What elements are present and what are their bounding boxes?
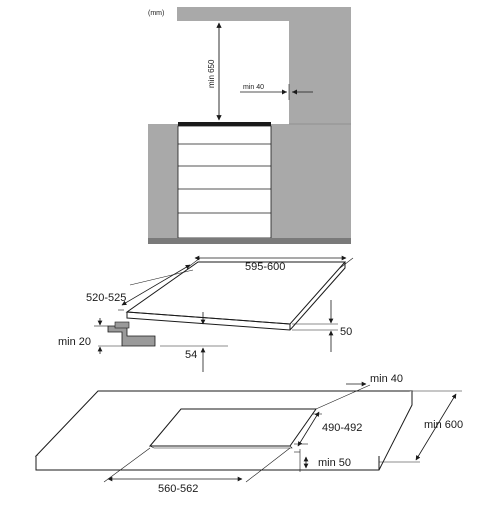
base-cabinet-left [148, 124, 178, 238]
base-cabinet-right [271, 124, 289, 238]
min-front-label: min 50 [318, 457, 351, 469]
tall-column-cabinet [289, 7, 351, 244]
oven-drawers [177, 125, 272, 239]
cutout-width-label: 560-562 [158, 483, 198, 495]
cutout-depth-label: 490-492 [322, 422, 362, 434]
min-worktop-depth-label: min 600 [424, 419, 463, 431]
hob-depth-label: 520-525 [86, 292, 126, 304]
floor-plinth [148, 238, 351, 244]
hob-top [178, 122, 271, 126]
upper-cabinet [177, 7, 289, 21]
worktop-profile [107, 325, 156, 347]
min-under-label: min 20 [58, 336, 91, 348]
hob-dimension-view: 595-600 520-525 min 20 50 54 [58, 255, 354, 372]
hob-width-label: 595-600 [245, 261, 285, 273]
worktop-cutout-view: min 40 490-492 min 600 min 50 560-562 [34, 373, 463, 495]
unit-label: (mm) [148, 10, 164, 17]
cabinet-installation-view: (mm) min 650 min 40 [148, 7, 351, 244]
recess-label: 54 [185, 349, 197, 361]
min-back-label: min 40 [370, 373, 403, 385]
hob-height-label: 50 [340, 326, 352, 338]
min-height-label: min 650 [207, 59, 216, 88]
min-side-clearance-label: min 40 [243, 84, 264, 91]
